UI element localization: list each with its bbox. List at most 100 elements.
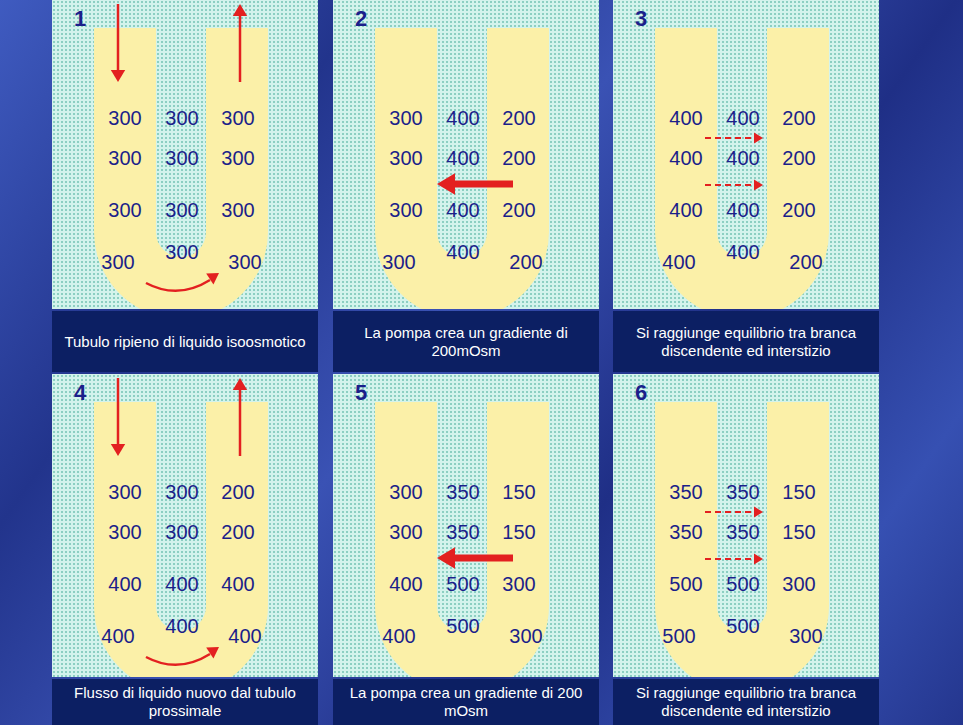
osmolarity-value: 300 (165, 242, 198, 262)
osmolarity-value: 400 (726, 242, 759, 262)
osmolarity-value: 150 (782, 522, 815, 542)
osmolarity-value: 400 (669, 148, 702, 168)
arrow-head (233, 4, 247, 16)
osmolarity-value: 350 (726, 522, 759, 542)
flow-arrow (705, 511, 756, 513)
osmolarity-value: 500 (726, 574, 759, 594)
osmolarity-value: 400 (446, 108, 479, 128)
caption-band: La pompa crea un gradiente di 200mOsm (333, 311, 599, 372)
caption-band: Flusso di liquido nuovo dal tubulo pross… (52, 679, 318, 725)
osmolarity-value: 400 (726, 200, 759, 220)
osmolarity-value: 300 (782, 574, 815, 594)
osmolarity-value: 300 (165, 482, 198, 502)
osmolarity-value: 300 (101, 252, 134, 272)
arrow-head (754, 180, 763, 191)
osmolarity-value: 350 (669, 522, 702, 542)
flow-arrow (117, 378, 120, 446)
tubule-loop (406, 402, 518, 662)
arrow-head (437, 173, 455, 195)
osmolarity-value: 350 (669, 482, 702, 502)
arrow-head (754, 133, 763, 144)
osmolarity-value: 300 (221, 200, 254, 220)
osmolarity-value: 400 (446, 242, 479, 262)
osmolarity-value: 300 (382, 252, 415, 272)
osmolarity-value: 400 (165, 616, 198, 636)
panel: 3 400 400 200 400 400 200 400 400 200 400 400 200 (613, 0, 879, 309)
osmolarity-value: 300 (108, 522, 141, 542)
osmolarity-value: 300 (165, 148, 198, 168)
osmolarity-value: 300 (389, 482, 422, 502)
osmolarity-value: 200 (221, 482, 254, 502)
osmolarity-value: 400 (221, 574, 254, 594)
osmolarity-value: 400 (726, 148, 759, 168)
panel-number: 4 (74, 380, 86, 406)
tubule-loop (686, 402, 798, 662)
osmolarity-value: 500 (662, 626, 695, 646)
arrow-head (233, 378, 247, 390)
osmolarity-value: 300 (108, 200, 141, 220)
flow-arrow (705, 137, 756, 139)
osmolarity-value: 350 (446, 482, 479, 502)
panel: 5300350150300350150400500300400500300 (333, 374, 599, 677)
arrow-head (111, 444, 125, 456)
osmolarity-value: 400 (726, 108, 759, 128)
arrow-head (206, 273, 219, 285)
osmolarity-value: 400 (382, 626, 415, 646)
tubule-loop (406, 28, 518, 288)
panel: 1300300300300300300300300300300300300 (52, 0, 318, 309)
osmolarity-value: 300 (509, 626, 542, 646)
panel-number: 5 (355, 380, 367, 406)
osmolarity-value: 300 (108, 482, 141, 502)
tubule-loop (686, 28, 798, 288)
osmolarity-value: 150 (502, 482, 535, 502)
osmolarity-value: 300 (389, 148, 422, 168)
osmolarity-value: 200 (782, 108, 815, 128)
arrow-head (437, 547, 455, 569)
osmolarity-value: 300 (389, 522, 422, 542)
osmolarity-value: 400 (669, 108, 702, 128)
osmolarity-value: 200 (789, 252, 822, 272)
caption-text: La pompa crea un gradiente di 200mOsm (343, 324, 589, 360)
osmolarity-value: 400 (662, 252, 695, 272)
arrow-head (111, 70, 125, 82)
osmolarity-value: 300 (165, 108, 198, 128)
osmolarity-value: 200 (782, 148, 815, 168)
arrow-head (206, 647, 219, 659)
osmolarity-value: 300 (165, 200, 198, 220)
flow-arrow (451, 555, 513, 562)
flow-arrow (146, 280, 210, 291)
osmolarity-value: 300 (108, 148, 141, 168)
osmolarity-value: 300 (221, 148, 254, 168)
osmolarity-value: 400 (446, 148, 479, 168)
osmolarity-value: 200 (782, 200, 815, 220)
osmolarity-value: 300 (389, 108, 422, 128)
panel: 4300300200300300200400400400400400400 (52, 374, 318, 677)
panel-number: 1 (74, 6, 86, 32)
osmolarity-value: 500 (446, 616, 479, 636)
caption-text: Si raggiunge equilibrio tra branca disce… (623, 684, 869, 720)
caption-text: Tubulo ripieno di liquido isoosmotico (64, 333, 305, 351)
caption-text: Flusso di liquido nuovo dal tubulo pross… (62, 684, 308, 720)
caption-band: Si raggiunge equilibrio tra branca disce… (613, 679, 879, 725)
osmolarity-value: 400 (101, 626, 134, 646)
panel-number: 3 (635, 6, 647, 32)
flow-arrow (705, 558, 756, 560)
arrow-head (754, 554, 763, 565)
osmolarity-value: 400 (446, 200, 479, 220)
osmolarity-value: 400 (389, 574, 422, 594)
osmolarity-value: 400 (165, 574, 198, 594)
osmolarity-value: 300 (502, 574, 535, 594)
tubule-loop (125, 28, 237, 288)
flow-arrow (117, 4, 120, 72)
panel: 6350350150350350150500500300500500300 (613, 374, 879, 677)
osmolarity-value: 300 (165, 522, 198, 542)
arrow-head (754, 507, 763, 518)
osmolarity-value: 150 (502, 522, 535, 542)
osmolarity-value: 400 (669, 200, 702, 220)
osmolarity-value: 200 (221, 522, 254, 542)
flow-arrow (451, 181, 513, 188)
flow-arrow (239, 388, 242, 456)
caption-band: La pompa crea un gradiente di 200 mOsm (333, 679, 599, 725)
osmolarity-value: 500 (446, 574, 479, 594)
caption-band: Tubulo ripieno di liquido isoosmotico (52, 311, 318, 372)
